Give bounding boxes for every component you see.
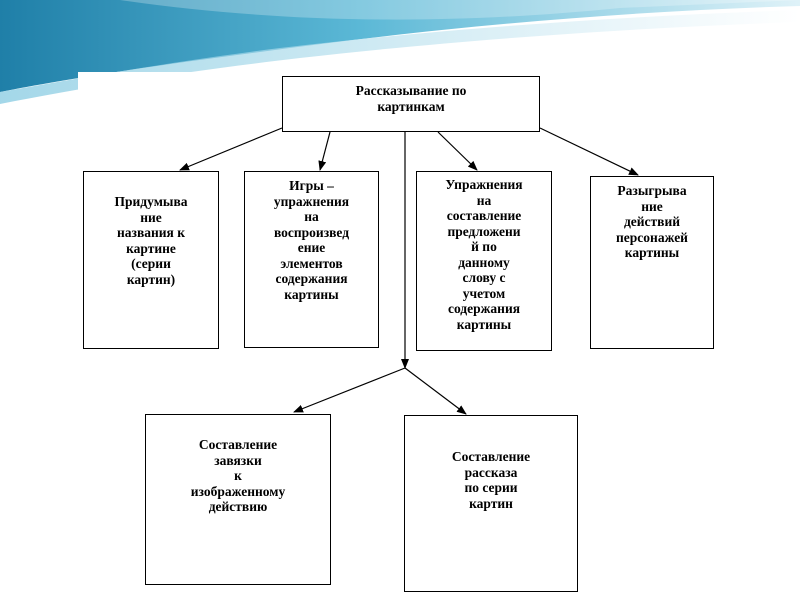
sub-plot-start-box: Составление завязки к изображенному дейс…: [145, 414, 331, 585]
box-line: картины: [624, 245, 680, 260]
box-line: картины: [284, 286, 339, 302]
sub-story-series-box: Составление рассказа по серии картин: [404, 415, 578, 592]
box-line: названия к: [116, 225, 185, 240]
branch-games-box: Игры – упражнения на воспроизвед ение эл…: [244, 171, 379, 348]
box-line: элементов: [280, 255, 343, 271]
box-line: воспроизвед: [273, 224, 350, 240]
box-line: Придумыва: [114, 194, 188, 209]
branch-acting-box: Разыгрыва ние действий персонажей картин…: [590, 176, 714, 349]
box-line: завязки: [214, 452, 262, 468]
box-line: картин: [469, 495, 513, 511]
box-line: изображенному: [190, 483, 286, 499]
box-line: составление: [446, 208, 522, 223]
branch-invent-names-box: Придумыва ние названия к картине (серии …: [83, 171, 219, 349]
box-line: действию: [208, 499, 268, 514]
box-line: картине: [126, 240, 176, 256]
box-line: Упражнения: [445, 177, 523, 192]
box-line: Разыгрыва: [617, 183, 687, 198]
root-line: Рассказывание по: [355, 83, 467, 98]
box-line: на: [304, 209, 319, 224]
box-line: й по: [471, 239, 497, 254]
box-line: Составление: [198, 437, 278, 452]
box-line: по серии: [464, 480, 518, 495]
box-line: слову с: [462, 270, 506, 285]
box-line: содержания: [447, 301, 521, 316]
box-line: предложени: [447, 223, 521, 239]
box-line: на: [476, 192, 492, 208]
box-line: ние: [641, 198, 663, 214]
box-line: ение: [297, 240, 326, 255]
box-line: учетом: [462, 285, 506, 301]
box-line: действий: [623, 214, 681, 229]
box-line: упражнения: [273, 193, 350, 209]
box-line: персонажей: [616, 229, 688, 245]
decorative-wave-header: [0, 0, 800, 104]
box-line: ние: [140, 209, 162, 225]
box-line: данному: [458, 254, 510, 270]
box-line: к: [234, 468, 242, 483]
box-line: рассказа: [464, 464, 518, 480]
box-line: картины: [456, 316, 512, 332]
box-line: картин): [126, 271, 176, 287]
box-line: Игры –: [289, 178, 334, 193]
root-line: картинкам: [377, 98, 445, 114]
branch-sentences-box: Упражнения на составление предложени й п…: [416, 171, 552, 351]
root-box: Рассказывание по картинкам: [282, 76, 540, 132]
box-line: (серии: [131, 256, 171, 271]
box-line: содержания: [275, 271, 348, 286]
box-line: Составление: [451, 449, 531, 464]
